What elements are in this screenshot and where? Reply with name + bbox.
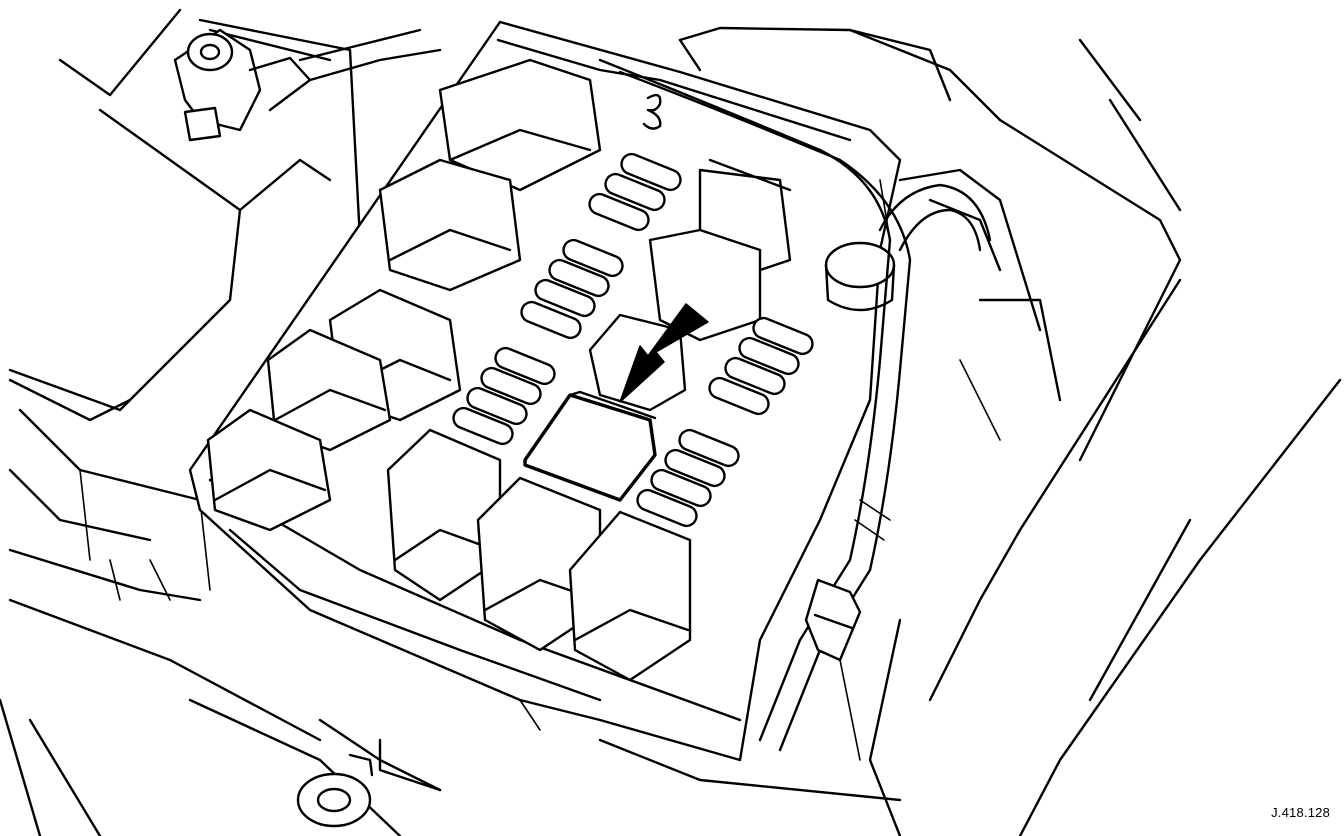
fuse bbox=[737, 335, 802, 377]
arrow-pointing-to-relay-icon bbox=[620, 304, 708, 402]
fuse bbox=[465, 385, 530, 427]
fuse bbox=[619, 151, 684, 193]
fuse bbox=[751, 315, 816, 357]
fuse bbox=[603, 171, 668, 213]
fuse bbox=[663, 447, 728, 489]
wiring-harness bbox=[600, 60, 990, 750]
fuse-group-right-lower bbox=[635, 427, 742, 529]
background-structures bbox=[0, 10, 1340, 836]
fuse-strips bbox=[451, 151, 816, 529]
bottom-bolt bbox=[298, 755, 372, 826]
fuse bbox=[493, 345, 558, 387]
fuse bbox=[723, 355, 788, 397]
figure-reference-label: J.418.128 bbox=[1271, 805, 1330, 820]
fuse bbox=[533, 277, 598, 319]
fuse bbox=[649, 467, 714, 509]
fuse bbox=[519, 299, 584, 341]
fuse bbox=[587, 191, 652, 233]
fuse bbox=[561, 237, 626, 279]
fuse-box-body bbox=[190, 22, 900, 760]
fuse-group-lower-left bbox=[451, 345, 558, 447]
fuse bbox=[707, 375, 772, 417]
fuse bbox=[547, 257, 612, 299]
fuse-group-top bbox=[587, 151, 684, 233]
clip-hook bbox=[644, 95, 660, 128]
fuse-group-middle bbox=[519, 237, 626, 341]
fuse bbox=[479, 365, 544, 407]
fuse-group-right-upper bbox=[707, 315, 816, 417]
top-left-bolt-connector bbox=[175, 30, 440, 140]
fuse bbox=[635, 487, 700, 529]
fuse bbox=[451, 405, 516, 447]
fuse bbox=[677, 427, 742, 469]
